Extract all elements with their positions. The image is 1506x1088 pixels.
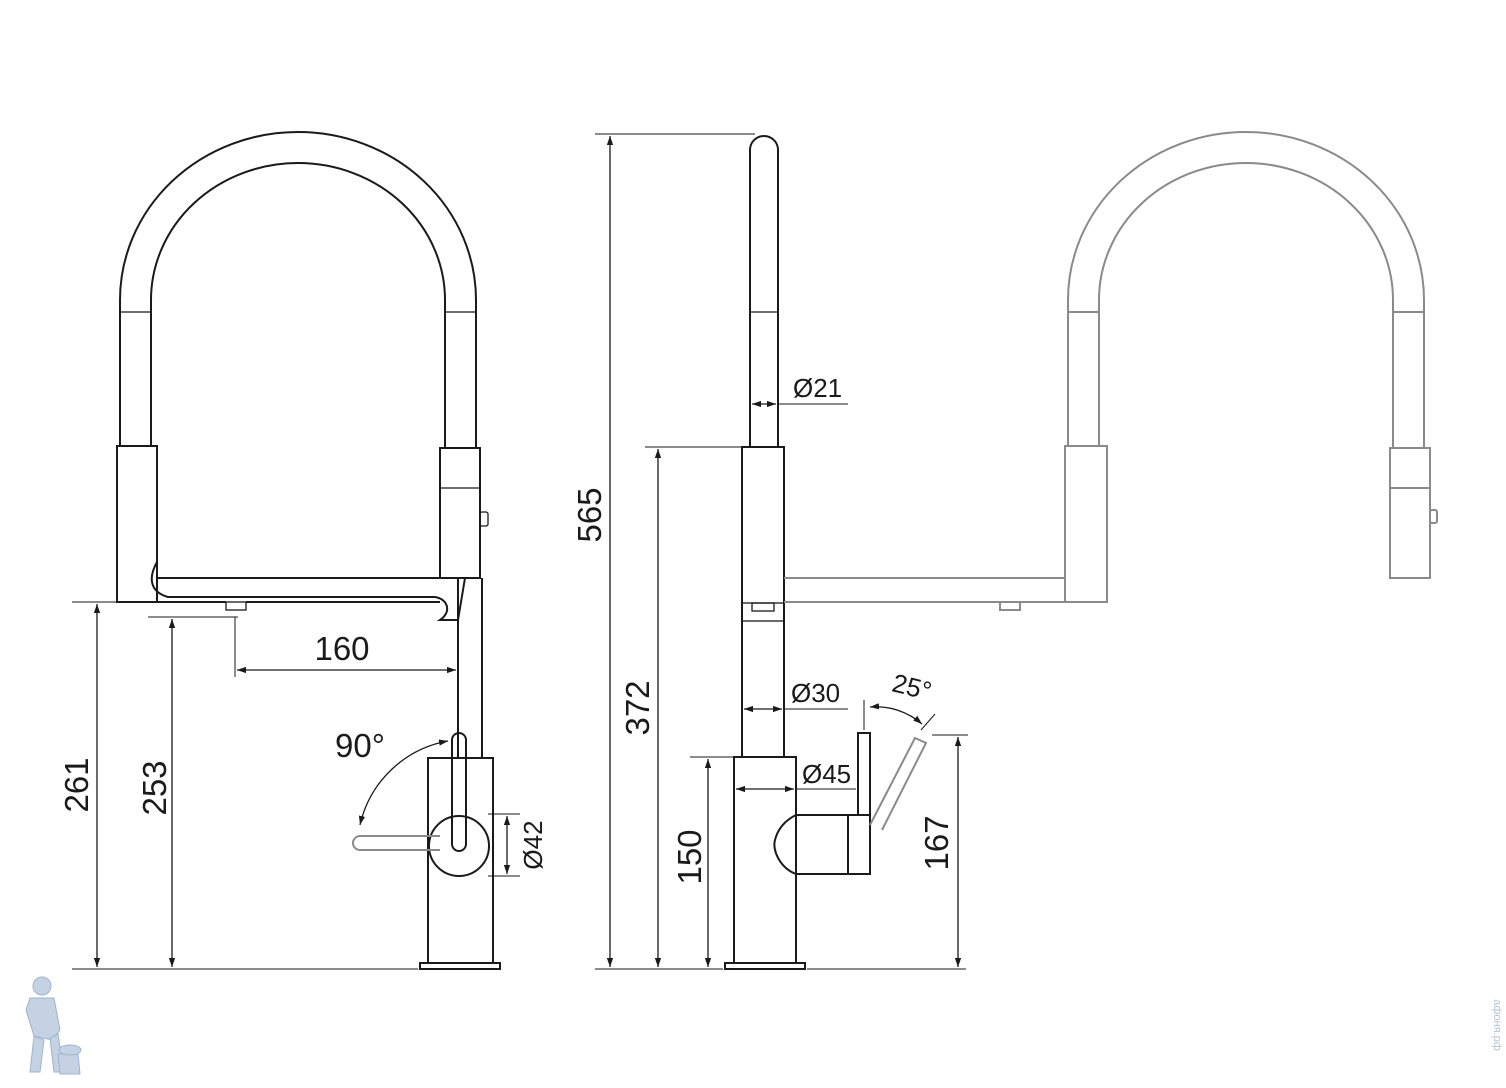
front-hose-outer [119, 131, 477, 448]
dim-565: 565 [571, 487, 608, 542]
front-body [427, 757, 494, 964]
dim-diameter-21: Ø21 [793, 373, 842, 403]
side-view-ghost [1064, 131, 1438, 603]
watermark-text: афоня.рф [1491, 999, 1503, 1051]
dim-160: 160 [314, 630, 369, 667]
front-lever-rotated [352, 835, 440, 851]
front-handle-knob [428, 815, 490, 877]
side-spout-tube [741, 446, 785, 758]
front-base [419, 962, 501, 970]
dim-167: 167 [918, 815, 955, 870]
side-lever-tilted [869, 736, 928, 831]
side-view [724, 135, 1065, 970]
front-lever [451, 732, 467, 852]
side-body [733, 756, 797, 964]
dim-diameter-30: Ø30 [791, 678, 840, 708]
side-base [724, 962, 806, 970]
front-view [116, 131, 501, 970]
front-spray-head [439, 447, 489, 579]
side-lever [857, 732, 871, 816]
dim-261: 261 [58, 757, 95, 812]
front-hose-inner [150, 162, 446, 448]
side-hose [749, 135, 779, 447]
dim-diameter-42: Ø42 [518, 820, 548, 869]
dimension-labels: 261 253 565 372 150 167 Ø42 160 90° 25° … [58, 373, 955, 885]
dim-angle-25: 25° [889, 668, 934, 707]
front-spout-arm [117, 561, 466, 621]
dim-253: 253 [136, 760, 173, 815]
plumber-logo [25, 976, 82, 1075]
dim-150: 150 [671, 829, 708, 884]
dimension-lines [72, 133, 968, 970]
dim-angle-90: 90° [335, 727, 385, 764]
dim-diameter-45: Ø45 [802, 759, 851, 789]
side-handle-cartridge [773, 814, 849, 875]
dim-372: 372 [619, 680, 656, 735]
